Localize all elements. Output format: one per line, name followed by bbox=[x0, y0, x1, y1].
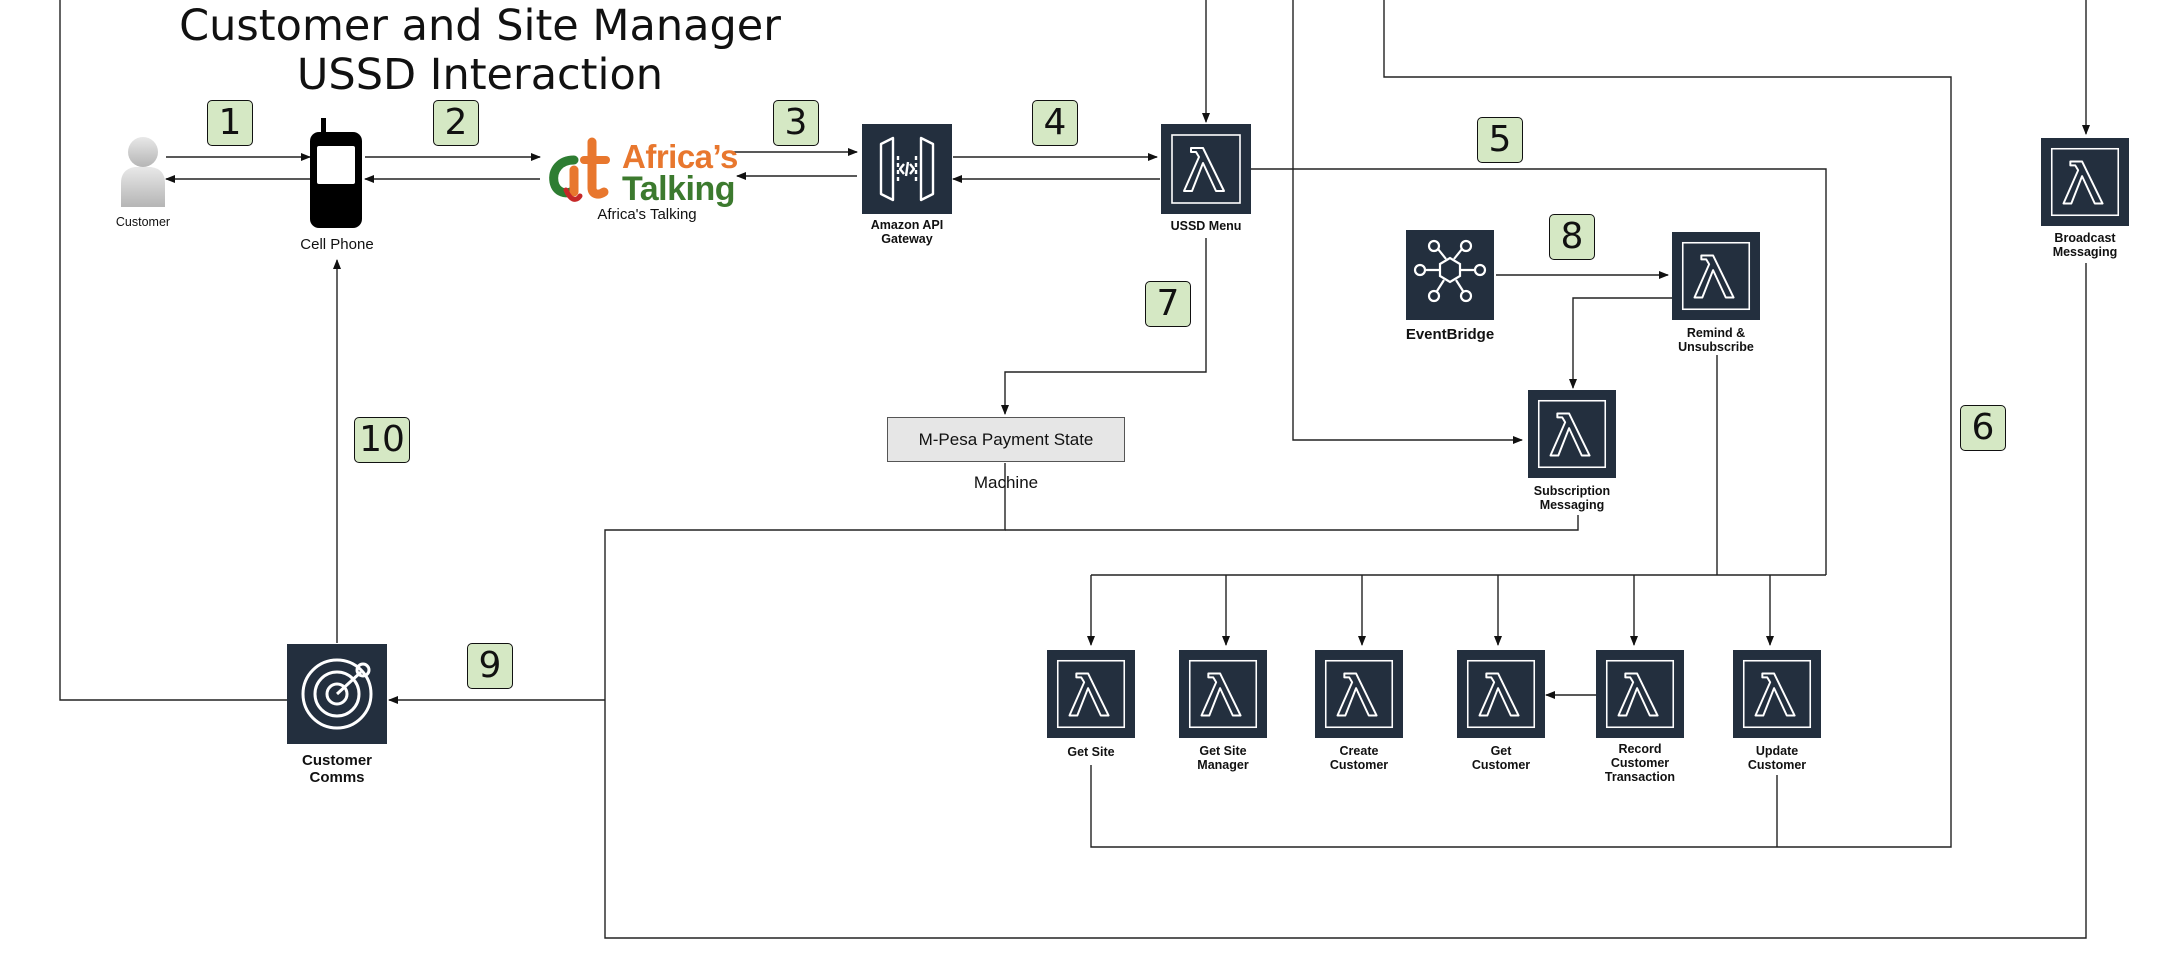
step-badge-6: 6 bbox=[1960, 405, 2006, 451]
step-badge-2: 2 bbox=[433, 100, 479, 146]
africas-talking-label: Africa's Talking bbox=[597, 206, 697, 223]
subscription-messaging-label: Subscription Messaging bbox=[1533, 484, 1611, 512]
lambda-icon bbox=[1324, 659, 1394, 729]
arrow-ussd-to-mpesa bbox=[1001, 238, 1207, 415]
arrow-remind-to-subscription bbox=[1569, 297, 1672, 389]
lambda-icon bbox=[1056, 659, 1126, 729]
create-customer-label: Create Customer bbox=[1329, 744, 1389, 772]
update-customer-label: Update Customer bbox=[1747, 744, 1807, 772]
record-customer-transaction-label: Record Customer Transaction bbox=[1604, 742, 1676, 784]
connector-comms-left-loop bbox=[59, 0, 287, 701]
diagram-title: Customer and Site Manager USSD Interacti… bbox=[140, 2, 820, 100]
lambda-icon bbox=[1537, 399, 1607, 469]
lambda-icon bbox=[1605, 659, 1675, 729]
customer-label: Customer bbox=[115, 215, 171, 229]
remind-unsubscribe-label: Remind & Unsubscribe bbox=[1678, 326, 1754, 354]
lambda-icon bbox=[1466, 659, 1536, 729]
diagram-title-line1: Customer and Site Manager bbox=[179, 1, 781, 51]
africas-talking-logo-word1: Africa’s bbox=[622, 138, 738, 175]
cell-phone-label: Cell Phone bbox=[300, 236, 374, 253]
get-customer-tile bbox=[1457, 650, 1545, 738]
step-badge-5: 5 bbox=[1477, 117, 1523, 163]
customer-comms-label: Customer Comms bbox=[301, 752, 372, 786]
eventbridge-label: EventBridge bbox=[1405, 326, 1495, 343]
eventbridge-tile bbox=[1406, 230, 1494, 320]
step-badge-4: 4 bbox=[1032, 100, 1078, 146]
cell-phone-icon bbox=[307, 118, 365, 230]
step-badge-10: 10 bbox=[354, 417, 410, 463]
remind-unsubscribe-tile bbox=[1672, 232, 1760, 320]
lambda-icon bbox=[1742, 659, 1812, 729]
broadcast-messaging-label: Broadcast Messaging bbox=[2052, 231, 2118, 259]
eventbridge-icon bbox=[1413, 239, 1487, 303]
create-customer-tile bbox=[1315, 650, 1403, 738]
africas-talking-mark-icon bbox=[549, 137, 610, 202]
subscription-messaging-tile bbox=[1528, 390, 1616, 478]
get-customer-label: Get Customer bbox=[1471, 744, 1531, 772]
step-badge-8: 8 bbox=[1549, 214, 1595, 260]
lambda-icon bbox=[1188, 659, 1258, 729]
api-gateway-icon bbox=[879, 136, 935, 202]
customer-comms-tile bbox=[287, 644, 387, 744]
arrow-to-subscription bbox=[1292, 0, 1523, 444]
get-site-manager-label: Get Site Manager bbox=[1197, 744, 1249, 772]
connector-bottom-loop bbox=[604, 263, 2087, 939]
api-gateway-tile bbox=[862, 124, 952, 214]
connector-ussd-to-fanout bbox=[1250, 168, 1827, 575]
africas-talking-logo-word2: Talking bbox=[622, 170, 736, 208]
get-site-tile bbox=[1047, 650, 1135, 738]
step-badge-1: 1 bbox=[207, 100, 253, 146]
step-badge-9: 9 bbox=[467, 643, 513, 689]
update-customer-tile bbox=[1733, 650, 1821, 738]
radar-icon bbox=[301, 658, 373, 730]
broadcast-messaging-tile bbox=[2041, 138, 2129, 226]
person-icon bbox=[117, 135, 169, 209]
lambda-icon bbox=[2050, 147, 2120, 217]
lambda-icon bbox=[1681, 241, 1751, 311]
connector-top-loop bbox=[1090, 0, 1952, 848]
step-badge-3: 3 bbox=[773, 100, 819, 146]
diagram-title-line2: USSD Interaction bbox=[296, 50, 664, 100]
mpesa-state-machine-box: M-Pesa Payment State Machine bbox=[887, 417, 1125, 492]
get-site-label: Get Site bbox=[1067, 745, 1115, 759]
ussd-menu-tile bbox=[1161, 124, 1251, 214]
lambda-icon bbox=[1171, 134, 1241, 204]
api-gateway-label: Amazon API Gateway bbox=[870, 218, 944, 246]
connector-subscription-to-loop bbox=[1005, 515, 1579, 531]
ussd-menu-label: USSD Menu bbox=[1170, 219, 1242, 233]
step-badge-7: 7 bbox=[1145, 281, 1191, 327]
record-customer-transaction-tile bbox=[1596, 650, 1684, 738]
get-site-manager-tile bbox=[1179, 650, 1267, 738]
africas-talking-logo: Africa’s Talking bbox=[546, 130, 746, 208]
connector-mpesa-to-loop bbox=[604, 463, 1006, 700]
